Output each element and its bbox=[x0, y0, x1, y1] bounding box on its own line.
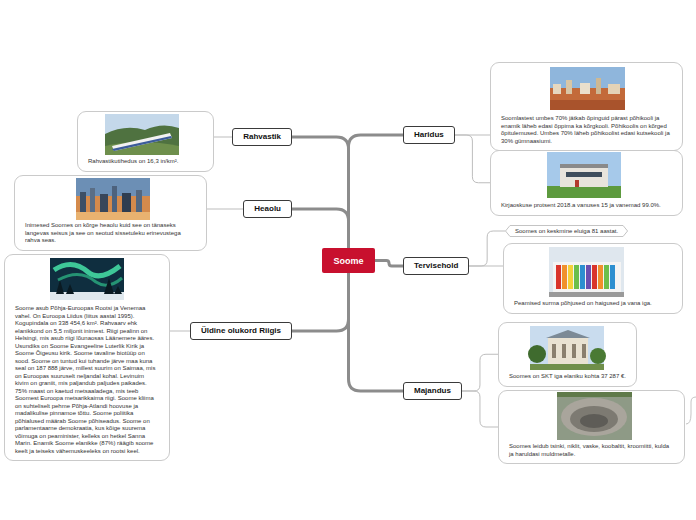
subtopic-card: Kirjaoskuse protsent 2018.a vanuses 15 j… bbox=[490, 150, 683, 216]
subtopic-card: Peamised surma põhjused on haigused ja v… bbox=[503, 243, 683, 314]
branch-connector bbox=[292, 273, 349, 331]
subtopic-card: Soome asub Põhja-Euroopas Rootsi ja Vene… bbox=[4, 254, 170, 461]
topic-label: Majandus bbox=[414, 383, 451, 399]
aurora-photo bbox=[50, 258, 124, 300]
main-topic: Rahvastik bbox=[232, 128, 292, 146]
topic-label: Heaolu bbox=[254, 201, 281, 217]
tag-shape bbox=[506, 226, 628, 237]
subtopic-card: Rahvastikutihedus on 16,3 in/km². bbox=[77, 111, 214, 172]
train-photo bbox=[105, 114, 179, 155]
topic-label: Rahvastik bbox=[243, 129, 281, 145]
branch-connector bbox=[292, 137, 349, 248]
hospital-photo bbox=[549, 247, 624, 297]
topic-label: Tervisehold bbox=[414, 258, 458, 274]
leaf-connector bbox=[469, 231, 505, 266]
leaf-connector bbox=[170, 331, 190, 332]
note-text: Inimesed Soomes on kõrge heaolu kuid see… bbox=[25, 222, 196, 245]
main-topic: Üldine olukord Riigis bbox=[190, 322, 292, 340]
leaf-connector bbox=[462, 391, 498, 427]
central-topic: Soome bbox=[322, 248, 375, 273]
leaf-connector bbox=[469, 266, 503, 267]
city-photo bbox=[76, 178, 150, 220]
branch-connector bbox=[349, 273, 404, 391]
note-text: Soomes on keskmine eluiga 81 aastat. bbox=[515, 225, 618, 237]
subtopic-card: Soomes leidub tsinki, niklit, vaske, koo… bbox=[498, 390, 685, 464]
branch-connector bbox=[292, 209, 349, 248]
main-topic: Haridus bbox=[403, 126, 455, 144]
topic-label: Haridus bbox=[414, 127, 444, 143]
note-text: Soome asub Põhja-Euroopas Rootsi ja Vene… bbox=[15, 305, 159, 455]
subtopic-card: Soomlastest umbes 70% jätkab õpinguid pä… bbox=[490, 62, 683, 151]
town-photo bbox=[550, 67, 625, 110]
branch-connector bbox=[349, 135, 404, 248]
subtopic-card: Soomes on SKT iga elaniku kohta 37 287 €… bbox=[498, 322, 637, 387]
leaf-connector bbox=[455, 135, 490, 183]
note-text: Kirjaoskuse protsent 2018.a vanuses 15 j… bbox=[501, 202, 672, 210]
school-photo bbox=[547, 152, 621, 198]
subtopic-tag: Soomes on keskmine eluiga 81 aastat. bbox=[505, 225, 628, 237]
note-text: Soomes leidub tsinki, niklit, vaske, koo… bbox=[509, 443, 674, 458]
main-topic: Majandus bbox=[403, 382, 462, 400]
bank-photo bbox=[528, 326, 606, 370]
topic-label: Üldine olukord Riigis bbox=[201, 323, 281, 339]
leaf-connector bbox=[214, 137, 232, 138]
subtopic-card: Inimesed Soomes on kõrge heaolu kuid see… bbox=[14, 175, 207, 251]
topic-label: Soome bbox=[333, 256, 363, 266]
leaf-connector bbox=[207, 209, 243, 210]
note-text: Soomes on SKT iga elaniku kohta 37 287 €… bbox=[509, 373, 626, 381]
quarry-photo bbox=[557, 392, 632, 440]
main-topic: Tervisehold bbox=[403, 257, 469, 275]
main-topic: Heaolu bbox=[243, 200, 292, 218]
note-text: Rahvastikutihedus on 16,3 in/km². bbox=[88, 158, 203, 166]
offscreen-branch bbox=[686, 397, 696, 424]
branch-connector bbox=[375, 261, 403, 267]
leaf-connector bbox=[462, 354, 498, 391]
note-text: Soomlastest umbes 70% jätkab õpinguid pä… bbox=[501, 115, 672, 145]
note-text: Peamised surma põhjused on haigused ja v… bbox=[514, 300, 672, 308]
